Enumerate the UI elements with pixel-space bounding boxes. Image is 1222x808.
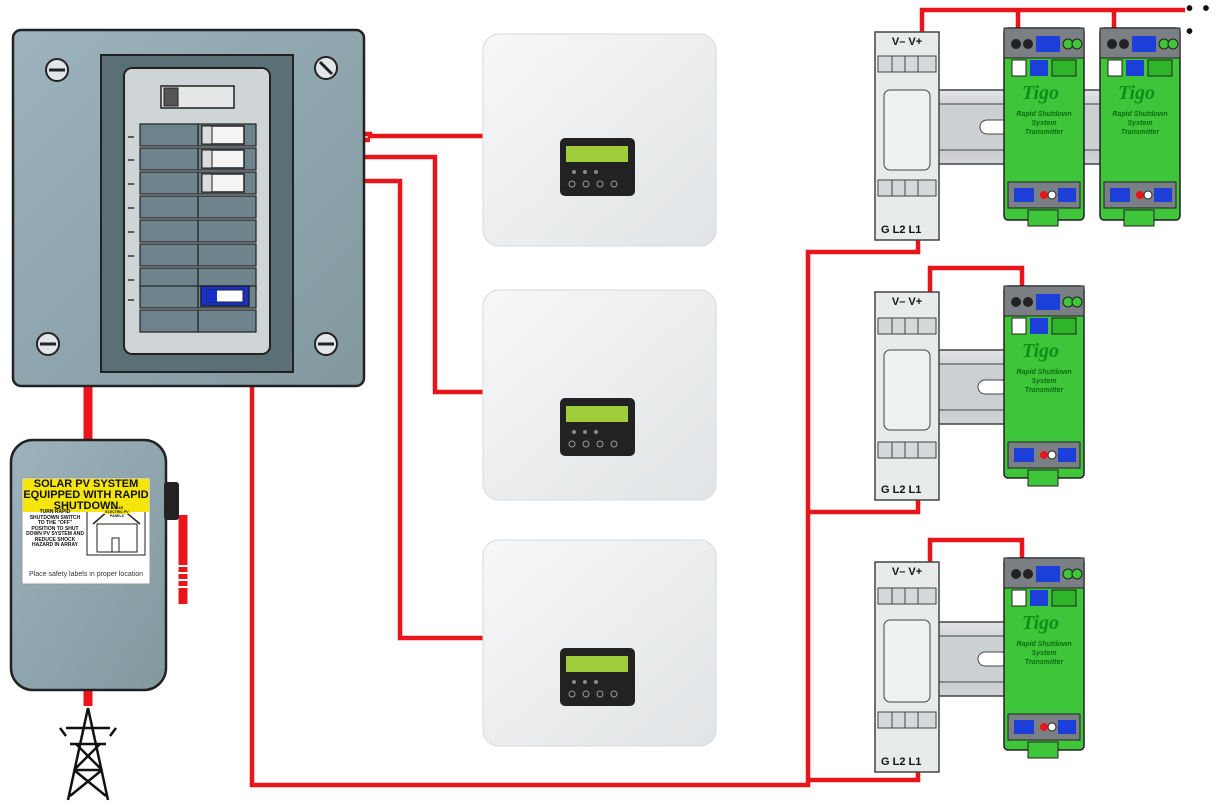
ps1-top-label: V– V+ [891, 36, 923, 48]
tigo-logo: Tigo [1022, 82, 1060, 104]
continuation-ellipsis: • • • [1186, 0, 1212, 43]
wire-ps3-tx [927, 537, 1025, 568]
transmission-tower-icon [59, 707, 117, 801]
transmitter-label: Rapid Shutdown System Transmitter [1112, 111, 1168, 136]
wire-bus-ps2 [808, 498, 921, 515]
ps1-bottom-label: G L2 L1 [881, 224, 922, 236]
tigo-logo: Tigo [1118, 82, 1156, 104]
transmitter-label: Rapid Shutdown System Transmitter [1016, 641, 1072, 666]
inverter-2 [482, 289, 717, 501]
ps3-top-label: V– V+ [891, 566, 923, 578]
screw-icon [44, 57, 70, 83]
sign-note: Place safety labels in proper location [28, 571, 143, 578]
wire-ps1-transmitters [919, 7, 1185, 36]
transmitter-1 [1003, 27, 1085, 227]
tigo-logo: Tigo [1022, 340, 1060, 362]
power-supply-1 [874, 31, 940, 241]
main-service-panel [11, 28, 366, 388]
sign-inset-label: SOLAR ELECTRIC PV PANELS [105, 506, 129, 518]
ps2-top-label: V– V+ [891, 296, 923, 308]
wire-ps2-tx [927, 265, 1025, 298]
wire-bus-ps3 [808, 770, 921, 783]
transmitter-label: Rapid Shutdown System Transmitter [1016, 111, 1072, 136]
tigo-logo: Tigo [1022, 612, 1060, 634]
inverter-3 [482, 539, 717, 747]
main-breaker [160, 85, 235, 109]
power-supply-3 [874, 561, 940, 773]
sign-instructions: TURN RAPID SHUTDOWN SWITCH TO THE "OFF" … [26, 509, 84, 548]
ps2-bottom-label: G L2 L1 [881, 484, 922, 496]
transmitter-label: Rapid Shutdown System Transmitter [1016, 369, 1072, 394]
power-supply-2 [874, 291, 940, 501]
screw-icon [313, 331, 339, 357]
transmitter-2 [1099, 27, 1181, 227]
sign-title: SOLAR PV SYSTEM EQUIPPED WITH RAPID SHUT… [23, 478, 149, 512]
transmitter-4 [1003, 557, 1085, 759]
transmitter-3 [1003, 285, 1085, 487]
ps3-bottom-label: G L2 L1 [881, 756, 922, 768]
screw-icon [35, 331, 61, 357]
inverter-1 [482, 33, 717, 247]
screw-icon [313, 55, 339, 81]
